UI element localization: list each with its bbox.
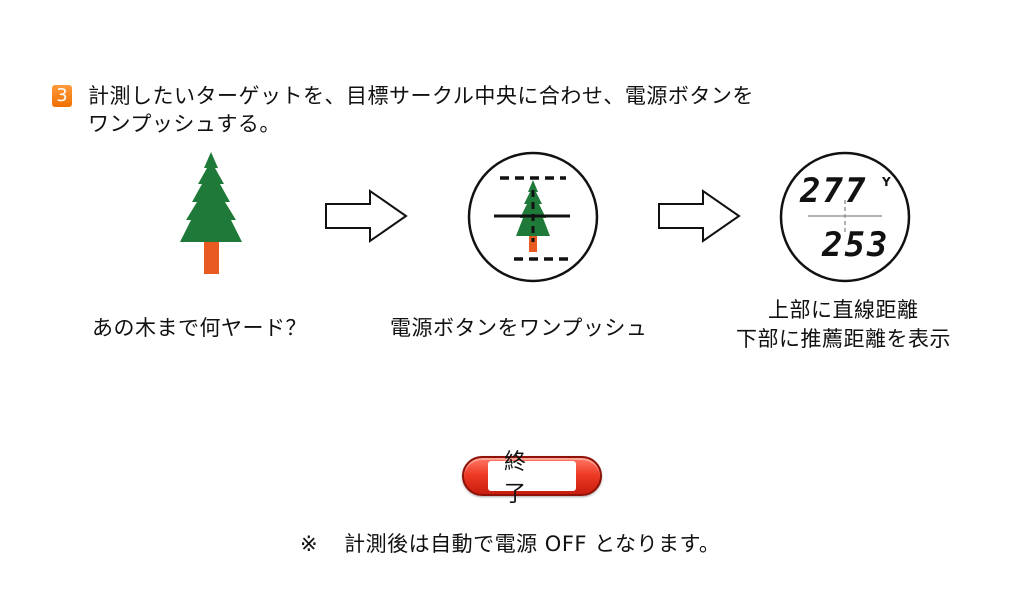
arrow-right-icon (325, 189, 408, 243)
note-mark: ※ (300, 532, 319, 556)
caption-display-line-1: 上部に直線距離 (768, 298, 919, 322)
viewfinder-illustration (467, 151, 599, 283)
display-unit-label: Y (881, 175, 891, 189)
arrow-right-icon (658, 189, 741, 243)
auto-power-off-note: ※ 計測後は自動で電源 OFF となります。 (300, 530, 720, 558)
step-text-line-1: 計測したいターゲットを、目標サークル中央に合わせ、電源ボタンを (88, 84, 754, 108)
tree-foliage (180, 152, 242, 242)
display-bottom-value: 253 (821, 225, 889, 265)
caption-press-power: 電源ボタンをワンプッシュ (390, 316, 648, 340)
distance-display-illustration: 277 Y 253 (779, 151, 911, 283)
caption-display-line-2: 下部に推薦距離を表示 (736, 327, 951, 351)
caption-how-far: あの木まで何ヤード？ (92, 316, 307, 340)
step-number-badge: 3 (52, 85, 72, 107)
display-top-value: 277 (799, 171, 867, 211)
end-button[interactable]: 終了 (462, 450, 602, 507)
step-text-line-2: ワンプッシュする。 (88, 112, 281, 136)
note-text: 計測後は自動で電源 OFF となります。 (344, 532, 721, 556)
tree-trunk (204, 238, 219, 274)
end-button-label: 終了 (488, 450, 576, 507)
tree-illustration (180, 152, 242, 274)
